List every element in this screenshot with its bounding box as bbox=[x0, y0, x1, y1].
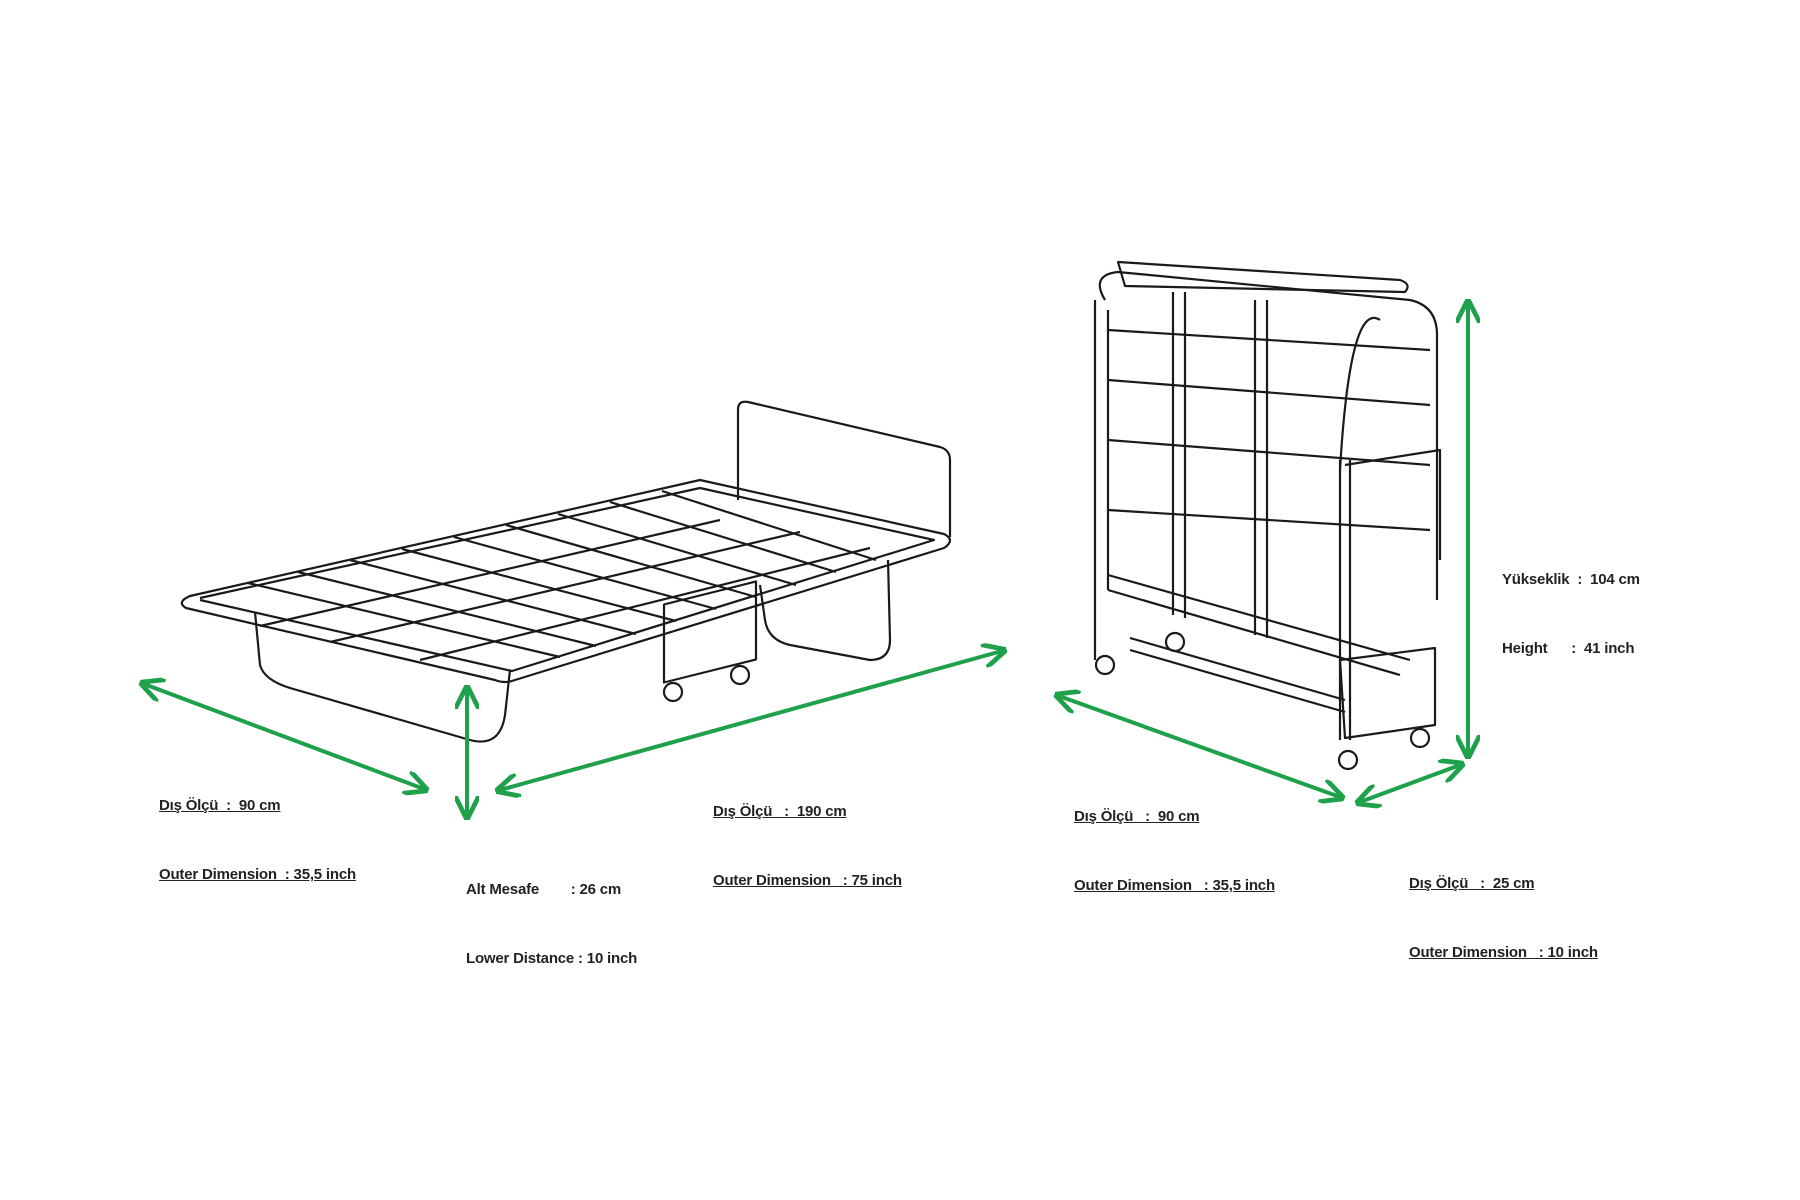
folded-height-inch: Height : 41 inch bbox=[1502, 640, 1635, 657]
folded-height-cm: Yükseklik : 104 cm bbox=[1502, 571, 1640, 588]
frame-inner bbox=[199, 486, 936, 673]
slats bbox=[247, 489, 877, 662]
folded-depth-inch: Outer Dimension : 10 inch bbox=[1409, 944, 1598, 961]
arrow-open-length bbox=[500, 651, 1002, 790]
lower-distance-cm: Alt Mesafe : 26 cm bbox=[466, 881, 622, 898]
headboard bbox=[736, 400, 952, 537]
dimension-arrows bbox=[144, 304, 1468, 815]
open-length-label: Dış Ölçü : 190 cm Outer Dimension : 75 i… bbox=[713, 754, 902, 915]
leg-back bbox=[758, 559, 892, 662]
folded-height-label: Yükseklik : 104 cm Height : 41 inch bbox=[1502, 522, 1640, 683]
folded-width-inch: Outer Dimension : 35,5 inch bbox=[1074, 877, 1275, 894]
open-width-label: Dış Ölçü : 90 cm Outer Dimension : 35,5 … bbox=[159, 748, 356, 909]
folded-depth-cm: Dış Ölçü : 25 cm bbox=[1409, 875, 1535, 892]
folded-bed-drawing bbox=[1093, 260, 1442, 771]
open-bed-drawing bbox=[180, 400, 952, 743]
arrow-folded-width bbox=[1059, 696, 1340, 797]
outer-frame bbox=[1098, 270, 1439, 600]
side-frame bbox=[1338, 317, 1442, 560]
arrow-open-width bbox=[144, 684, 424, 789]
open-width-cm: Dış Ölçü : 90 cm bbox=[159, 797, 281, 814]
arrow-folded-depth bbox=[1360, 765, 1460, 802]
folded-depth-label: Dış Ölçü : 25 cm Outer Dimension : 10 in… bbox=[1409, 826, 1598, 987]
folded-width-cm: Dış Ölçü : 90 cm bbox=[1074, 808, 1200, 825]
open-width-inch: Outer Dimension : 35,5 inch bbox=[159, 866, 356, 883]
mattress-top bbox=[1116, 260, 1409, 294]
open-length-inch: Outer Dimension : 75 inch bbox=[713, 872, 902, 889]
frame-outer bbox=[180, 478, 952, 684]
folded-width-label: Dış Ölçü : 90 cm Outer Dimension : 35,5 … bbox=[1074, 759, 1275, 920]
lower-distance-inch: Lower Distance : 10 inch bbox=[466, 950, 638, 967]
lower-distance-label: Alt Mesafe : 26 cm Lower Distance : 10 i… bbox=[466, 832, 637, 993]
open-length-cm: Dış Ölçü : 190 cm bbox=[713, 803, 847, 820]
folded-slats bbox=[1107, 328, 1431, 677]
leg-front bbox=[253, 611, 512, 743]
